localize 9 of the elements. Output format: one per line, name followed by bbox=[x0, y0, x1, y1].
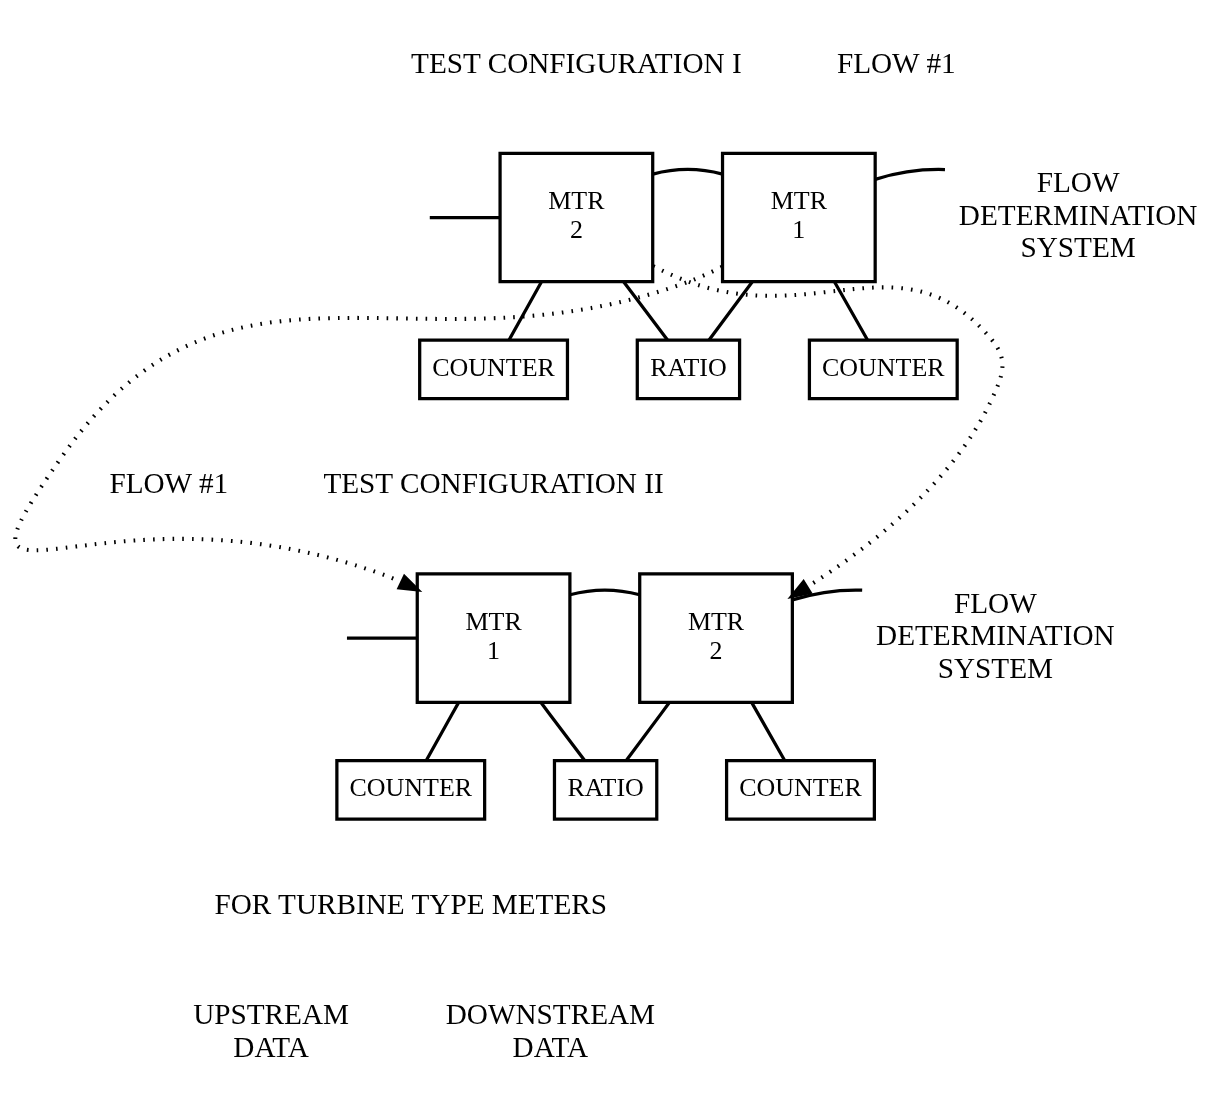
node-text: FLOW DETERMINATION SYSTEM bbox=[876, 586, 1115, 684]
node-text: FLOW DETERMINATION SYSTEM bbox=[958, 165, 1198, 263]
label: TEST CONFIGURATION II bbox=[323, 466, 664, 499]
label: FLOW #1 bbox=[109, 466, 229, 499]
label: FLOW #1 bbox=[836, 46, 956, 79]
label: FOR TURBINE TYPE METERS bbox=[214, 887, 608, 920]
label: DOWNSTREAM DATA bbox=[445, 997, 656, 1063]
label: TEST CONFIGURATION I bbox=[411, 46, 742, 79]
label: UPSTREAM DATA bbox=[193, 997, 350, 1063]
